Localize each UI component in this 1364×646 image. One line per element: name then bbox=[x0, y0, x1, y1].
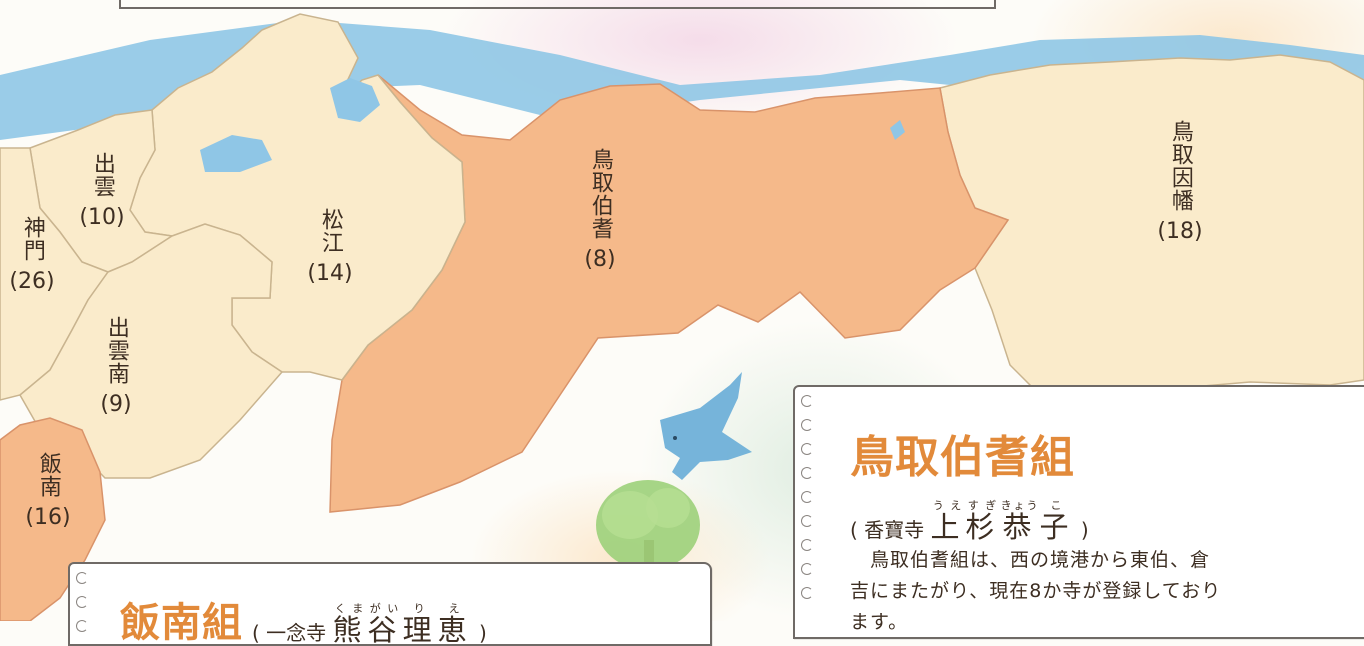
lake bbox=[200, 135, 272, 172]
region-name: 鳥取伯耆 bbox=[587, 148, 613, 240]
paren-open: ( bbox=[850, 518, 858, 542]
note-card-hannan: 飯南組 ( 一念寺 熊くま谷がい理り恵え ) bbox=[68, 562, 712, 646]
region-count: (9) bbox=[100, 391, 132, 417]
region-count: (14) bbox=[307, 260, 353, 286]
region-izumo-minami bbox=[19, 223, 284, 479]
region-name: 飯南 bbox=[35, 452, 61, 498]
region-name: 出雲 bbox=[89, 152, 115, 198]
body-line: 吉にまたがり、現在8か寺が登録しており bbox=[850, 580, 1222, 602]
region-label-hannan: 飯南 (16) bbox=[20, 452, 76, 530]
card-title: 飯南組 bbox=[120, 600, 243, 646]
region-label-matsue: 松江 (14) bbox=[300, 208, 360, 286]
region-label-izumo: 出雲 (10) bbox=[74, 152, 130, 230]
tree-icon bbox=[596, 480, 700, 590]
card-author: ( 香寶寺 上うえ杉すぎ恭きょう子こ ) bbox=[850, 499, 1089, 546]
region-count: (26) bbox=[9, 268, 55, 294]
paren-close: ) bbox=[1080, 518, 1089, 542]
region-name: 神門 bbox=[19, 216, 45, 262]
map-scene bbox=[0, 0, 1364, 621]
region-hannan bbox=[0, 417, 106, 621]
region-name: 鳥取因幡 bbox=[1167, 120, 1193, 212]
region-count: (10) bbox=[79, 204, 125, 230]
note-card-tottori-houki: 鳥取伯耆組 ( 香寶寺 上うえ杉すぎ恭きょう子こ ) 鳥取伯耆組は、西の境港から… bbox=[793, 385, 1364, 639]
card-spiral-binding bbox=[76, 572, 90, 644]
bluebird-icon bbox=[660, 372, 752, 480]
card-title: 鳥取伯耆組 bbox=[850, 432, 1075, 483]
region-count: (8) bbox=[584, 246, 616, 272]
lake bbox=[890, 120, 905, 140]
region-label-tottori-houki: 鳥取伯耆 (8) bbox=[570, 148, 630, 272]
temple-name: 香寶寺 bbox=[864, 518, 925, 542]
author-name: 熊くま谷がい理り恵え bbox=[332, 602, 473, 646]
paren-open: ( bbox=[252, 621, 260, 645]
card-spiral-binding bbox=[801, 395, 815, 637]
author-name: 上うえ杉すぎ恭きょう子こ bbox=[930, 499, 1075, 544]
paren-close: ) bbox=[478, 621, 487, 645]
lake bbox=[330, 78, 380, 122]
region-label-kanbe: 神門 (26) bbox=[4, 216, 60, 294]
region-label-izumo-minami: 出雲南 (9) bbox=[88, 316, 144, 417]
region-name: 松江 bbox=[317, 208, 343, 254]
card-body: 鳥取伯耆組は、西の境港から東伯、倉 吉にまたがり、現在8か寺が登録しており ます… bbox=[850, 545, 1350, 637]
temple-name: 一念寺 bbox=[266, 621, 327, 645]
card-author: ( 一念寺 熊くま谷がい理り恵え ) bbox=[252, 602, 487, 646]
header-frame bbox=[119, 0, 996, 9]
body-line: 鳥取伯耆組は、西の境港から東伯、倉 bbox=[850, 549, 1211, 571]
region-count: (18) bbox=[1157, 218, 1203, 244]
body-line: ます。 bbox=[850, 611, 909, 633]
region-name: 出雲南 bbox=[103, 316, 129, 385]
region-label-tottori-inaba: 鳥取因幡 (18) bbox=[1145, 120, 1215, 244]
region-count: (16) bbox=[25, 504, 71, 530]
